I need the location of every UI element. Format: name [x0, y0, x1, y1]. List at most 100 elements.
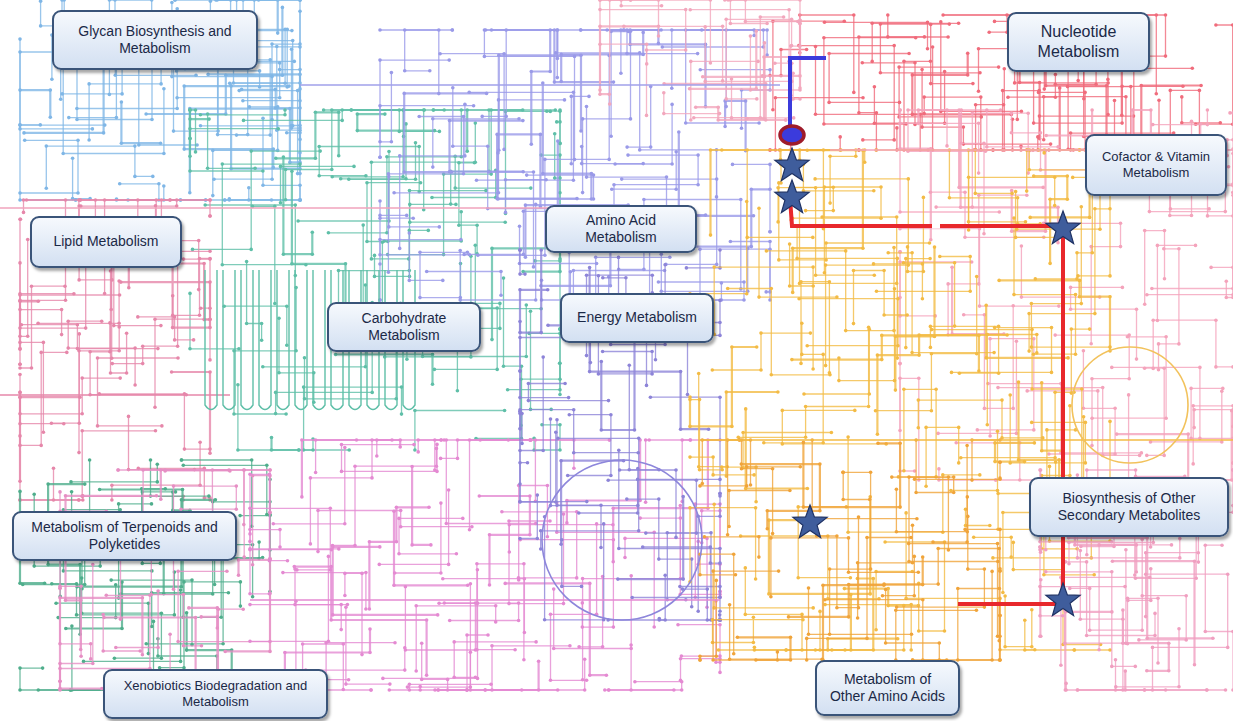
- pathway-line: [103, 615, 140, 652]
- compound-dot: [385, 155, 389, 159]
- compound-dot: [528, 438, 532, 442]
- compound-dot: [439, 457, 443, 461]
- compound-dot: [447, 488, 451, 492]
- compound-dot: [704, 213, 708, 217]
- compound-dot: [378, 262, 382, 266]
- compound-dot: [214, 498, 218, 502]
- compound-dot: [133, 144, 137, 148]
- compound-dot: [211, 194, 215, 198]
- compound-dot: [96, 356, 100, 360]
- pathway-line: [225, 560, 270, 652]
- pathway-line: [581, 30, 661, 73]
- compound-dot: [364, 174, 368, 178]
- compound-dot: [176, 356, 180, 360]
- compound-dot: [565, 521, 569, 525]
- compound-dot: [435, 464, 439, 468]
- compound-dot: [150, 118, 154, 122]
- compound-dot: [414, 669, 418, 673]
- pathway-line: [405, 30, 453, 71]
- compound-dot: [199, 615, 203, 619]
- compound-dot: [133, 175, 137, 179]
- pathway-line: [21, 325, 158, 349]
- compound-dot: [556, 688, 560, 692]
- compound-dot: [626, 153, 630, 157]
- compound-dot: [194, 150, 198, 154]
- pathway-line: [250, 530, 332, 550]
- compound-dot: [208, 198, 212, 202]
- compound-dot: [327, 555, 331, 559]
- pathway-line: [380, 215, 470, 254]
- compound-dot: [413, 409, 417, 413]
- compound-dot: [699, 68, 703, 72]
- compound-dot: [378, 253, 382, 257]
- compound-dot: [383, 112, 387, 116]
- compound-dot: [405, 357, 409, 361]
- compound-dot: [534, 203, 538, 207]
- compound-dot: [724, 105, 728, 109]
- compound-dot: [69, 480, 73, 484]
- compound-dot: [546, 484, 550, 488]
- compound-dot: [159, 82, 163, 86]
- compound-dot: [298, 131, 302, 135]
- compound-dot: [581, 191, 585, 195]
- compound-dot: [373, 254, 377, 258]
- pathway-line: [90, 460, 166, 514]
- compound-dot: [497, 54, 501, 58]
- compound-dot: [427, 506, 431, 510]
- compound-dot: [378, 156, 382, 160]
- compound-dot: [272, 522, 276, 526]
- compound-dot: [488, 533, 492, 537]
- compound-dot: [133, 346, 137, 350]
- pathway-line: [179, 60, 270, 135]
- compound-dot: [408, 203, 412, 207]
- compound-dot: [182, 257, 186, 261]
- compound-dot: [136, 198, 140, 202]
- compound-dot: [290, 29, 294, 33]
- compound-dot: [18, 396, 22, 400]
- pathway-line: [250, 508, 330, 570]
- compound-dot: [447, 563, 451, 567]
- compound-dot: [113, 656, 117, 660]
- compound-dot: [490, 688, 494, 692]
- compound-dot: [268, 592, 272, 596]
- compound-dot: [700, 509, 704, 513]
- compound-dot: [22, 198, 26, 202]
- pathway-line: [244, 470, 270, 557]
- compound-dot: [525, 355, 529, 359]
- compound-dot: [611, 523, 615, 527]
- compound-dot: [490, 28, 494, 32]
- compound-dot: [173, 338, 177, 342]
- compound-dot: [768, 230, 772, 234]
- pathway-line: [333, 547, 438, 615]
- compound-dot: [431, 165, 435, 169]
- pathway-line: [20, 392, 64, 423]
- compound-dot: [172, 484, 176, 488]
- compound-dot: [309, 542, 313, 546]
- pathway-line: [438, 661, 538, 690]
- pathway-line: [470, 440, 531, 530]
- pathway-line: [505, 583, 606, 675]
- pathway-line: [543, 83, 592, 199]
- compound-dot: [200, 644, 204, 648]
- compound-dot: [517, 117, 521, 121]
- compound-dot: [364, 571, 368, 575]
- compound-dot: [329, 618, 333, 622]
- compound-dot: [162, 184, 166, 188]
- compound-dot: [198, 257, 202, 261]
- compound-dot: [50, 77, 54, 81]
- pathway-line: [46, 146, 153, 188]
- compound-dot: [465, 108, 469, 112]
- compound-dot: [138, 649, 142, 653]
- compound-dot: [235, 484, 239, 488]
- compound-dot: [404, 648, 408, 652]
- compound-dot: [414, 141, 418, 145]
- compound-dot: [242, 468, 246, 472]
- compound-dot: [91, 563, 95, 567]
- compound-dot: [175, 107, 179, 111]
- compound-dot: [303, 356, 307, 360]
- compound-dot: [680, 654, 684, 658]
- compound-dot: [125, 371, 129, 375]
- pathway-line: [446, 440, 535, 524]
- compound-dot: [398, 154, 402, 158]
- pathway-line: [208, 114, 256, 168]
